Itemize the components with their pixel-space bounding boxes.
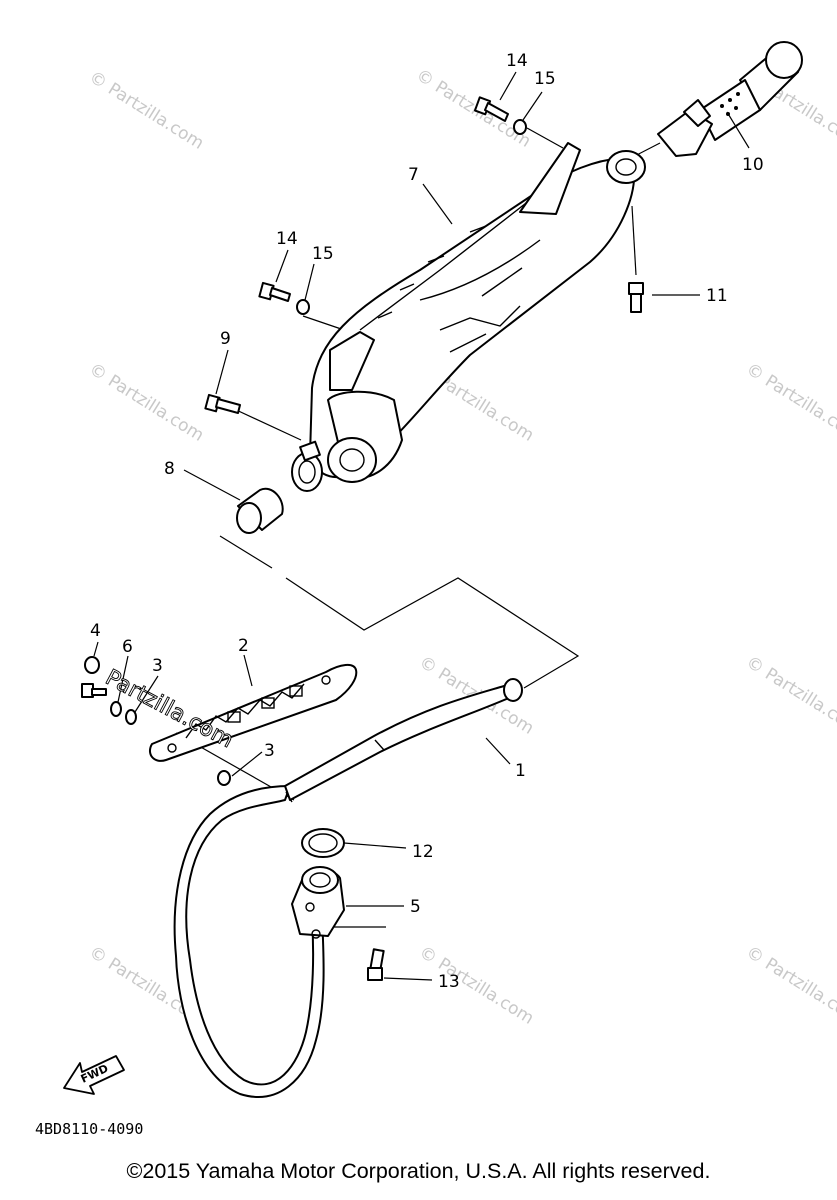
callout-7: 7 (408, 165, 419, 185)
copyright-notice: ©2015 Yamaha Motor Corporation, U.S.A. A… (126, 1159, 711, 1183)
callout-2: 2 (238, 636, 249, 656)
bolt-9 (204, 393, 241, 414)
leader-lines (93, 71, 750, 981)
callout-14-left: 14 (276, 229, 298, 249)
washer-15-upper (513, 119, 527, 135)
callout-14-upper: 14 (506, 51, 528, 71)
exhaust-gasket (301, 828, 345, 858)
watermark: © Partzilla.com (415, 942, 537, 1028)
bolt-11 (628, 282, 644, 313)
washer-15-left (296, 299, 310, 315)
heat-protector (148, 664, 358, 762)
bolt-13 (367, 948, 385, 981)
callout-1: 1 (515, 761, 526, 781)
watermark: © Partzilla.com (742, 359, 837, 445)
callout-3-lower: 3 (264, 741, 275, 761)
exhaust-flange (291, 866, 345, 939)
washer-3-upper (125, 709, 137, 725)
callout-15-left: 15 (312, 244, 334, 264)
washer-3-lower (217, 770, 231, 786)
watermark: © Partzilla.com (742, 942, 837, 1028)
watermarks: © Partzilla.com © Partzilla.com © Partzi… (85, 65, 837, 1028)
callout-9: 9 (220, 329, 231, 349)
watermark: © Partzilla.com (412, 65, 534, 151)
watermark: © Partzilla.com (85, 359, 207, 445)
exhaust-pipe (173, 678, 523, 1098)
callout-11: 11 (706, 286, 728, 306)
callout-6: 6 (122, 637, 133, 657)
inlet-clamp (291, 440, 323, 492)
callout-5: 5 (410, 897, 421, 917)
bolt-14-left (258, 281, 291, 302)
spark-arrester (657, 41, 803, 157)
washer-4 (84, 656, 100, 674)
callouts: 14 15 7 10 14 15 11 9 8 4 2 6 3 3 1 12 5… (90, 51, 764, 992)
fasteners (204, 96, 644, 981)
fwd-arrow-icon: FWD (63, 1055, 125, 1095)
callout-13: 13 (438, 972, 460, 992)
callout-8: 8 (164, 459, 175, 479)
muffler (309, 142, 646, 483)
watermark: © Partzilla.com (742, 652, 837, 738)
callout-4: 4 (90, 621, 101, 641)
callout-15-upper: 15 (534, 69, 556, 89)
washer-6 (110, 701, 122, 717)
gasket (236, 487, 284, 534)
bolt-4 (81, 683, 107, 698)
callout-3-upper: 3 (152, 656, 163, 676)
watermark: © Partzilla.com (85, 67, 207, 153)
callout-12: 12 (412, 842, 434, 862)
bolt-14-upper (473, 96, 509, 122)
diagram-code: 4BD8110-4090 (35, 1120, 143, 1138)
callout-10: 10 (742, 155, 764, 175)
